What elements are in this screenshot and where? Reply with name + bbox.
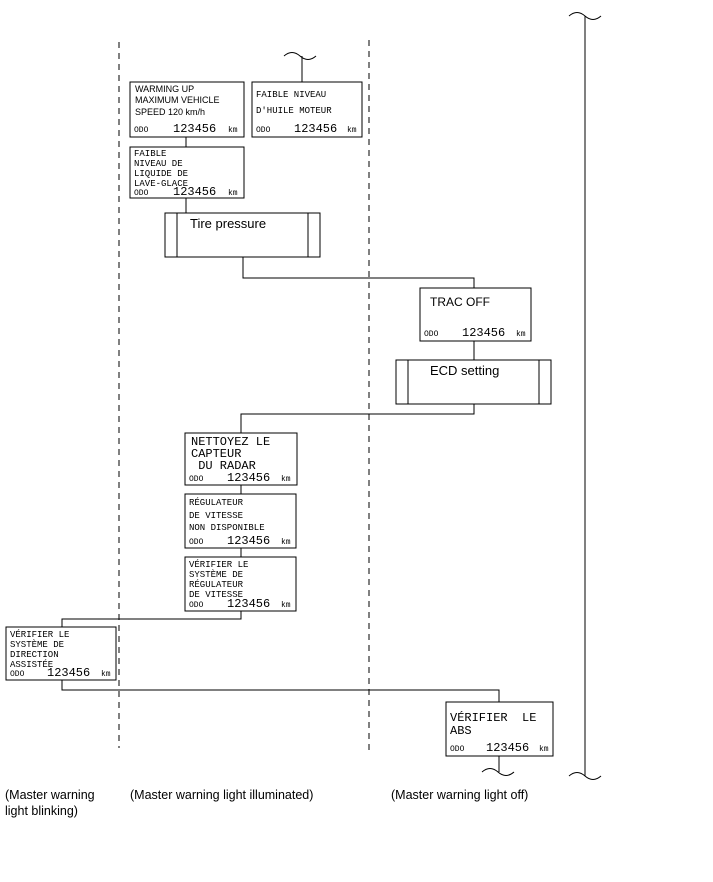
tire-pressure-box bbox=[164, 212, 321, 258]
odo-unit: km bbox=[347, 126, 357, 135]
warming-up-line-2: MAXIMUM VEHICLE bbox=[135, 95, 220, 105]
check-steering-line-4: ASSISTÉE bbox=[10, 659, 53, 670]
oil-level-line-1: FAIBLE NIVEAU bbox=[256, 90, 326, 100]
washer-level-line-4: LAVE-GLACE bbox=[134, 179, 188, 189]
odo-label: ODO bbox=[424, 330, 439, 339]
odo-unit: km bbox=[101, 670, 111, 679]
check-abs-line-2: ABS bbox=[450, 724, 472, 738]
legend-illuminated: (Master warning light illuminated) bbox=[130, 788, 314, 802]
check-speed-reg-line-2: SYSTÈME DE bbox=[189, 569, 243, 580]
check-steering-line-3: DIRECTION bbox=[10, 650, 59, 660]
speed-reg-line-1: RÉGULATEUR bbox=[189, 497, 244, 508]
odo-unit: km bbox=[228, 126, 238, 135]
odo-label: ODO bbox=[189, 601, 204, 610]
odo-unit: km bbox=[281, 601, 291, 610]
break-mark-oil bbox=[283, 52, 317, 60]
check-speed-reg-line-1: VÉRIFIER LE bbox=[189, 559, 248, 570]
trac-off-box bbox=[419, 287, 532, 342]
check-speed-reg-line-4: DE VITESSE bbox=[189, 590, 243, 600]
odo-unit: km bbox=[281, 538, 291, 547]
odo-label: ODO bbox=[10, 670, 25, 679]
check-abs-box bbox=[445, 701, 554, 757]
legend-blinking-line-1: (Master warning bbox=[5, 788, 95, 802]
check-abs-line-1: VÉRIFIER LE bbox=[450, 710, 536, 725]
odo-value: 123456 bbox=[227, 534, 270, 548]
odo-label: ODO bbox=[189, 538, 204, 547]
odo-label: ODO bbox=[189, 475, 204, 484]
oil-level-line-2: D'HUILE MOTEUR bbox=[256, 106, 332, 116]
check-steering-box bbox=[5, 626, 117, 681]
odo-value: 123456 bbox=[227, 471, 270, 485]
odo-unit: km bbox=[539, 745, 549, 754]
odo-unit: km bbox=[516, 330, 526, 339]
odo-value: 123456 bbox=[173, 185, 216, 199]
speed-reg-line-2: DE VITESSE bbox=[189, 511, 243, 521]
warming-up-line-3: SPEED 120 km/h bbox=[135, 107, 205, 117]
check-speed-reg-box bbox=[184, 556, 297, 612]
speed-reg-line-3: NON DISPONIBLE bbox=[189, 523, 265, 533]
odo-unit: km bbox=[228, 189, 238, 198]
odo-value: 123456 bbox=[462, 326, 505, 340]
odo-value: 123456 bbox=[294, 122, 337, 136]
radar-line-3: DU RADAR bbox=[191, 459, 256, 473]
washer-level-box bbox=[129, 146, 245, 199]
odo-unit: km bbox=[281, 475, 291, 484]
check-speed-reg-line-3: RÉGULATEUR bbox=[189, 579, 244, 590]
odo-label: ODO bbox=[450, 745, 465, 754]
odo-value: 123456 bbox=[227, 597, 270, 611]
warming-up-line-1: WARMING UP bbox=[135, 84, 194, 94]
washer-level-line-2: NIVEAU DE bbox=[134, 159, 183, 169]
legend-blinking-line-2: light blinking) bbox=[5, 804, 78, 818]
odo-label: ODO bbox=[134, 126, 149, 135]
odo-label: ODO bbox=[134, 189, 149, 198]
radar-line-2: CAPTEUR bbox=[191, 447, 241, 461]
tire-pressure-label: Tire pressure bbox=[190, 216, 266, 231]
check-steering-line-1: VÉRIFIER LE bbox=[10, 629, 69, 640]
connector bbox=[61, 611, 242, 627]
odo-label: ODO bbox=[256, 126, 271, 135]
break-mark-bottom bbox=[568, 772, 602, 780]
connector bbox=[242, 257, 475, 288]
odo-value: 123456 bbox=[486, 741, 529, 755]
radar-line-1: NETTOYEZ LE bbox=[191, 435, 270, 449]
radar-box bbox=[184, 432, 298, 486]
ecd-setting-label: ECD setting bbox=[430, 363, 499, 378]
odo-value: 123456 bbox=[173, 122, 216, 136]
break-mark-abs bbox=[481, 768, 515, 776]
break-mark-top bbox=[568, 12, 602, 20]
odo-value: 123456 bbox=[47, 666, 90, 680]
ecd-setting-box bbox=[395, 359, 552, 405]
legend-blinking: (Master warning light blinking) bbox=[5, 787, 95, 819]
check-steering-line-2: SYSTÈME DE bbox=[10, 639, 64, 650]
trac-off-label: TRAC OFF bbox=[430, 295, 490, 309]
speed-reg-unavailable-box bbox=[184, 493, 297, 549]
warming-up-box bbox=[129, 81, 245, 138]
washer-level-line-3: LIQUIDE DE bbox=[134, 169, 188, 179]
washer-level-line-1: FAIBLE bbox=[134, 149, 166, 159]
oil-level-box bbox=[251, 81, 363, 138]
connector bbox=[61, 680, 500, 702]
legend-off: (Master warning light off) bbox=[391, 788, 529, 802]
connector bbox=[240, 404, 475, 433]
